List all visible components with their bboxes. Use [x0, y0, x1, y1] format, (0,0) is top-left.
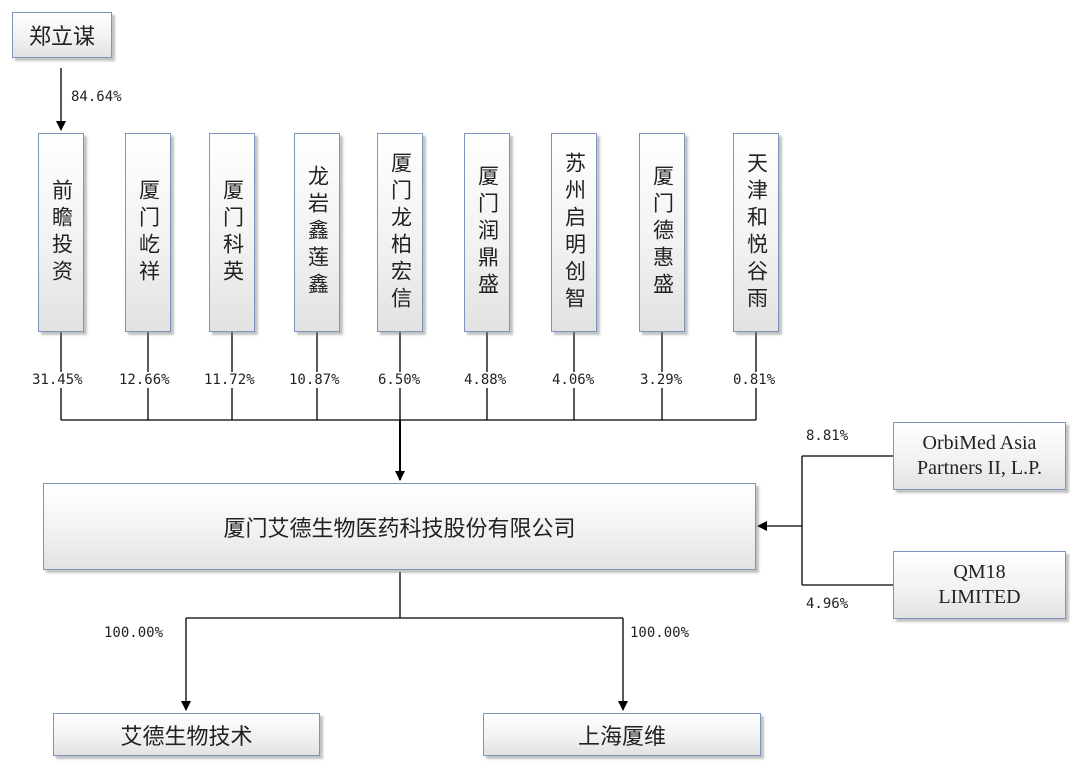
- shareholder-pct-qianzhan: 31.45%: [32, 372, 83, 388]
- shareholder-box-lianxin: 龙岩鑫莲鑫: [294, 133, 340, 332]
- top-holder-box: 郑立谋: [12, 12, 112, 58]
- subsidiary-box-shanghai: 上海厦维: [483, 713, 761, 756]
- shareholder-box-heyueguyu: 天津和悦谷雨: [733, 133, 779, 332]
- qm18-name-line1: QM18: [953, 561, 1006, 583]
- subsidiary-box-aide: 艾德生物技术: [53, 713, 320, 756]
- shareholder-box-qianzhan: 前瞻投资: [38, 133, 84, 332]
- shareholder-pct-keying: 11.72%: [204, 372, 255, 388]
- orbimed-name-line1: OrbiMed Asia: [922, 432, 1037, 454]
- shareholder-box-dehuisheng: 厦门德惠盛: [639, 133, 685, 332]
- subsidiary-pct-shanghai: 100.00%: [630, 625, 690, 641]
- qm18-name-line2: LIMITED: [938, 586, 1021, 608]
- orbimed-pct: 8.81%: [806, 428, 849, 444]
- shareholder-box-rundingsheng: 厦门润鼎盛: [464, 133, 510, 332]
- qm18-pct: 4.96%: [806, 596, 849, 612]
- shareholder-pct-qimingchuangzhi: 4.06%: [552, 372, 595, 388]
- shareholder-pct-longbai: 6.50%: [378, 372, 421, 388]
- orbimed-name-line2: Partners II, L.P.: [917, 457, 1042, 479]
- subsidiary-pct-aide: 100.00%: [104, 625, 164, 641]
- shareholder-box-longbai: 厦门龙柏宏信: [377, 133, 423, 332]
- top-holder-pct: 84.64%: [71, 89, 122, 105]
- shareholder-box-yixiang: 厦门屹祥: [125, 133, 171, 332]
- shareholder-pct-yixiang: 12.66%: [119, 372, 170, 388]
- shareholder-pct-lianxin: 10.87%: [289, 372, 340, 388]
- shareholder-box-qimingchuangzhi: 苏州启明创智: [551, 133, 597, 332]
- orbimed-box: OrbiMed Asia Partners II, L.P.: [893, 422, 1066, 490]
- shareholder-pct-heyueguyu: 0.81%: [733, 372, 776, 388]
- company-box: 厦门艾德生物医药科技股份有限公司: [43, 483, 756, 570]
- qm18-box: QM18 LIMITED: [893, 551, 1066, 619]
- shareholder-box-keying: 厦门科英: [209, 133, 255, 332]
- shareholder-pct-dehuisheng: 3.29%: [640, 372, 683, 388]
- shareholder-pct-rundingsheng: 4.88%: [464, 372, 507, 388]
